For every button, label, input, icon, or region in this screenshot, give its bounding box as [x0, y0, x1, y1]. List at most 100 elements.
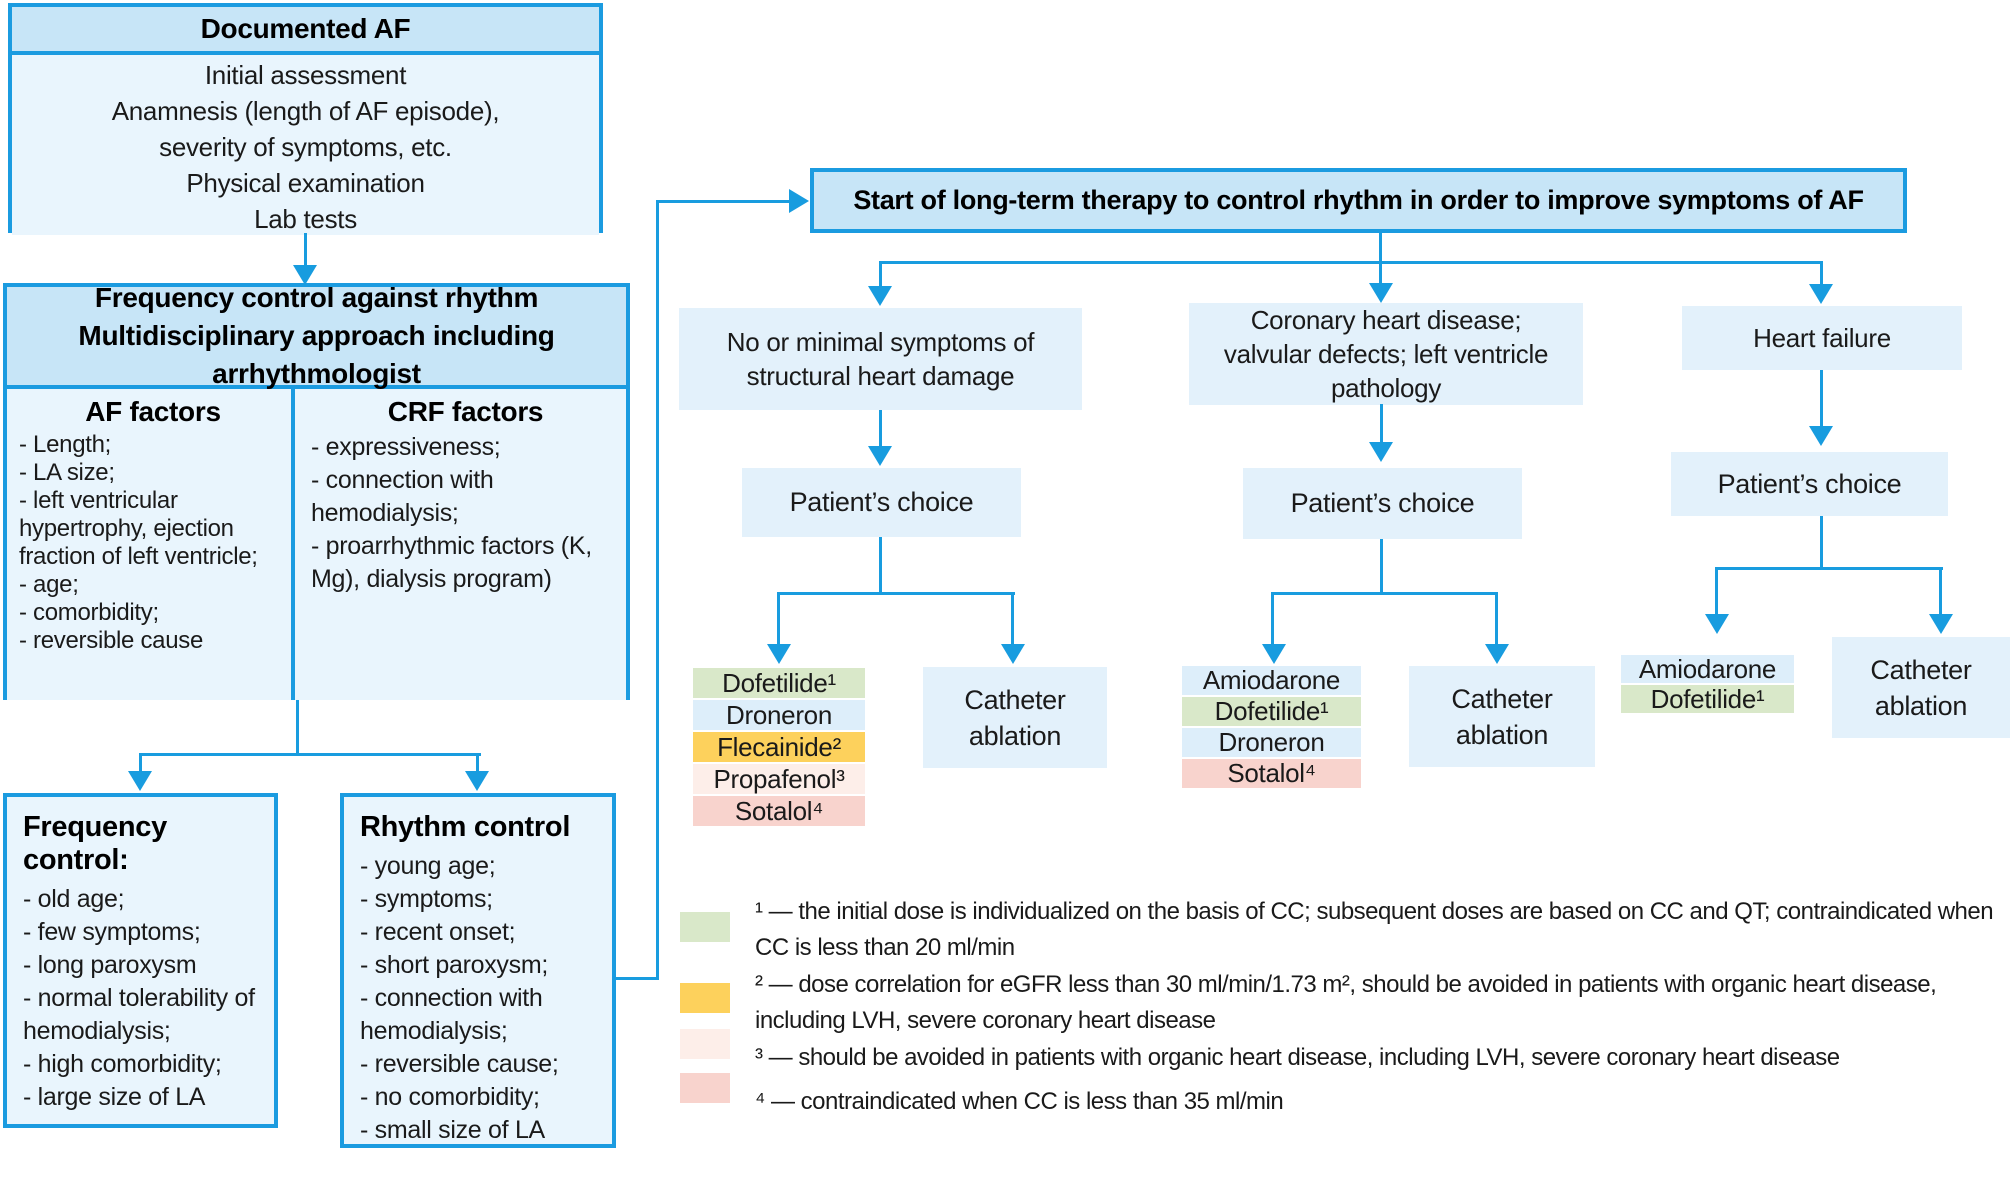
list-item: - normal tolerability of hemodialysis; — [23, 984, 255, 1045]
drug-row-sotalol: Sotalol⁴ — [693, 796, 865, 826]
rhythm-control-title: Rhythm control — [360, 811, 571, 843]
connector-line — [778, 592, 1015, 595]
list-item: - young age; — [360, 852, 496, 880]
list-item: - connection with hemodialysis; — [311, 466, 494, 527]
list-item: - long paroxysm — [23, 951, 197, 979]
drug-row-flecainide: Flecainide² — [693, 732, 865, 762]
connector-line — [656, 200, 791, 203]
crf-factors-items: - expressiveness; - connection with hemo… — [311, 431, 620, 596]
list-item: - large size of LA — [23, 1083, 206, 1111]
list-item: - proarrhythmic factors (K, Mg), dialysi… — [311, 532, 592, 593]
patients-choice-box-1: Patient’s choice — [742, 468, 1021, 537]
frequency-control-items: - old age; - few symptoms; - long paroxy… — [23, 883, 268, 1114]
legend-text-3: ³ — should be avoided in patients with o… — [755, 1044, 1840, 1071]
drug-row-dofetilide: Dofetilide¹ — [1621, 684, 1794, 714]
connector-line — [1380, 539, 1383, 592]
connector-line — [476, 753, 479, 773]
connector-line — [1820, 261, 1823, 286]
frequency-control-title: Frequency control: — [23, 811, 167, 876]
catheter-ablation-box-2: Catheter ablation — [1409, 666, 1595, 767]
frequency-vs-rhythm-box: Frequency control against rhythm Multidi… — [3, 282, 630, 700]
list-item: - few symptoms; — [23, 918, 201, 946]
legend-swatch-pink — [680, 1073, 730, 1103]
connector-line — [879, 261, 1822, 264]
patients-choice-box-3: Patient’s choice — [1671, 452, 1948, 516]
start-therapy-box: Start of long-term therapy to control rh… — [810, 168, 1907, 233]
list-item: - comorbidity; — [19, 599, 159, 626]
connector-line — [1820, 370, 1823, 428]
documented-af-box: Documented AF Initial assessment Anamnes… — [8, 3, 603, 235]
text-line: Physical examination — [186, 168, 425, 198]
list-item: - left ventricular hypertrophy, ejection… — [19, 487, 258, 570]
connector-line — [879, 410, 882, 448]
list-item: - reversible cause — [19, 627, 204, 654]
legend-swatch-yellow — [680, 983, 730, 1013]
list-item: - symptoms; — [360, 885, 493, 913]
connector-line — [1272, 592, 1498, 595]
text-line: severity of symptoms, etc. — [159, 132, 452, 162]
crf-factors-column: CRF factors - expressiveness; - connecti… — [295, 389, 626, 700]
connector-line — [656, 200, 659, 980]
connector-line — [304, 233, 307, 267]
connector-line — [141, 753, 481, 756]
arrow-down-icon — [128, 771, 152, 791]
arrow-down-icon — [293, 265, 317, 285]
rhythm-control-items: - young age; - symptoms; - recent onset;… — [360, 850, 606, 1147]
arrow-down-icon — [1809, 426, 1833, 446]
rhythm-control-box: Rhythm control - young age; - symptoms; … — [340, 793, 616, 1148]
text-line: Lab tests — [254, 204, 357, 234]
list-item: - LA size; — [19, 459, 115, 486]
branch-heart-failure-box: Heart failure — [1682, 306, 1962, 370]
af-factors-title: AF factors — [85, 396, 221, 427]
connector-line — [296, 700, 299, 753]
arrow-down-icon — [1485, 644, 1509, 664]
connector-line — [1271, 592, 1274, 646]
factors-columns: AF factors - Length; - LA size; - left v… — [7, 389, 626, 700]
connector-line — [1716, 567, 1943, 570]
crf-factors-title: CRF factors — [387, 396, 544, 427]
arrow-down-icon — [465, 771, 489, 791]
list-item: - reversible cause; — [360, 1050, 559, 1078]
legend-swatch-blush — [680, 1029, 730, 1059]
arrow-right-icon — [789, 189, 809, 213]
header-line: Frequency control against rhythm — [94, 282, 539, 313]
catheter-ablation-box-3: Catheter ablation — [1832, 637, 2010, 738]
arrow-down-icon — [868, 286, 892, 306]
branch-no-structural-damage-box: No or minimal symptoms of structural hea… — [679, 308, 1082, 410]
branch-coronary-disease-box: Coronary heart disease; valvular defects… — [1189, 303, 1583, 405]
connector-line — [1495, 592, 1498, 646]
patients-choice-box-2: Patient’s choice — [1243, 468, 1522, 539]
drug-row-droneron: Droneron — [693, 700, 865, 730]
legend-text-4: ⁴ — contraindicated when CC is less than… — [755, 1088, 1284, 1115]
connector-line — [1715, 567, 1718, 616]
list-item: - old age; — [23, 885, 125, 913]
drug-row-propafenol: Propafenol³ — [693, 764, 865, 794]
connector-line — [139, 753, 142, 773]
arrow-down-icon — [1369, 283, 1393, 303]
text-line: Anamnesis (length of AF episode), — [111, 96, 500, 126]
drug-row-amiodarone: Amiodarone — [1621, 654, 1794, 684]
frequency-vs-rhythm-header: Frequency control against rhythm Multidi… — [7, 282, 626, 389]
connector-line — [879, 537, 882, 592]
drug-row-amiodarone: Amiodarone — [1182, 665, 1361, 695]
list-item: - expressiveness; — [311, 433, 501, 461]
text-line: Initial assessment — [204, 60, 407, 90]
connector-line — [1379, 233, 1382, 285]
connector-line — [1820, 516, 1823, 567]
connector-line — [616, 977, 659, 980]
list-item: - high comorbidity; — [23, 1050, 222, 1078]
legend-swatch-green — [680, 912, 730, 942]
header-line: Multidisciplinary approach including arr… — [78, 320, 555, 389]
connector-line — [879, 261, 882, 288]
af-factors-items: - Length; - LA size; - left ventricular … — [19, 431, 287, 655]
arrow-down-icon — [1262, 644, 1286, 664]
list-item: - age; — [19, 571, 79, 598]
arrow-down-icon — [1001, 644, 1025, 664]
list-item: - no comorbidity; — [360, 1083, 540, 1111]
list-item: - small size of LA — [360, 1116, 545, 1144]
list-item: - short paroxysm; — [360, 951, 549, 979]
drug-row-sotalol: Sotalol⁴ — [1182, 758, 1361, 788]
legend-text-1: ¹ — the initial dose is individualized o… — [755, 898, 1994, 961]
legend-text-2: ² — dose correlation for eGFR less than … — [755, 971, 1937, 1034]
